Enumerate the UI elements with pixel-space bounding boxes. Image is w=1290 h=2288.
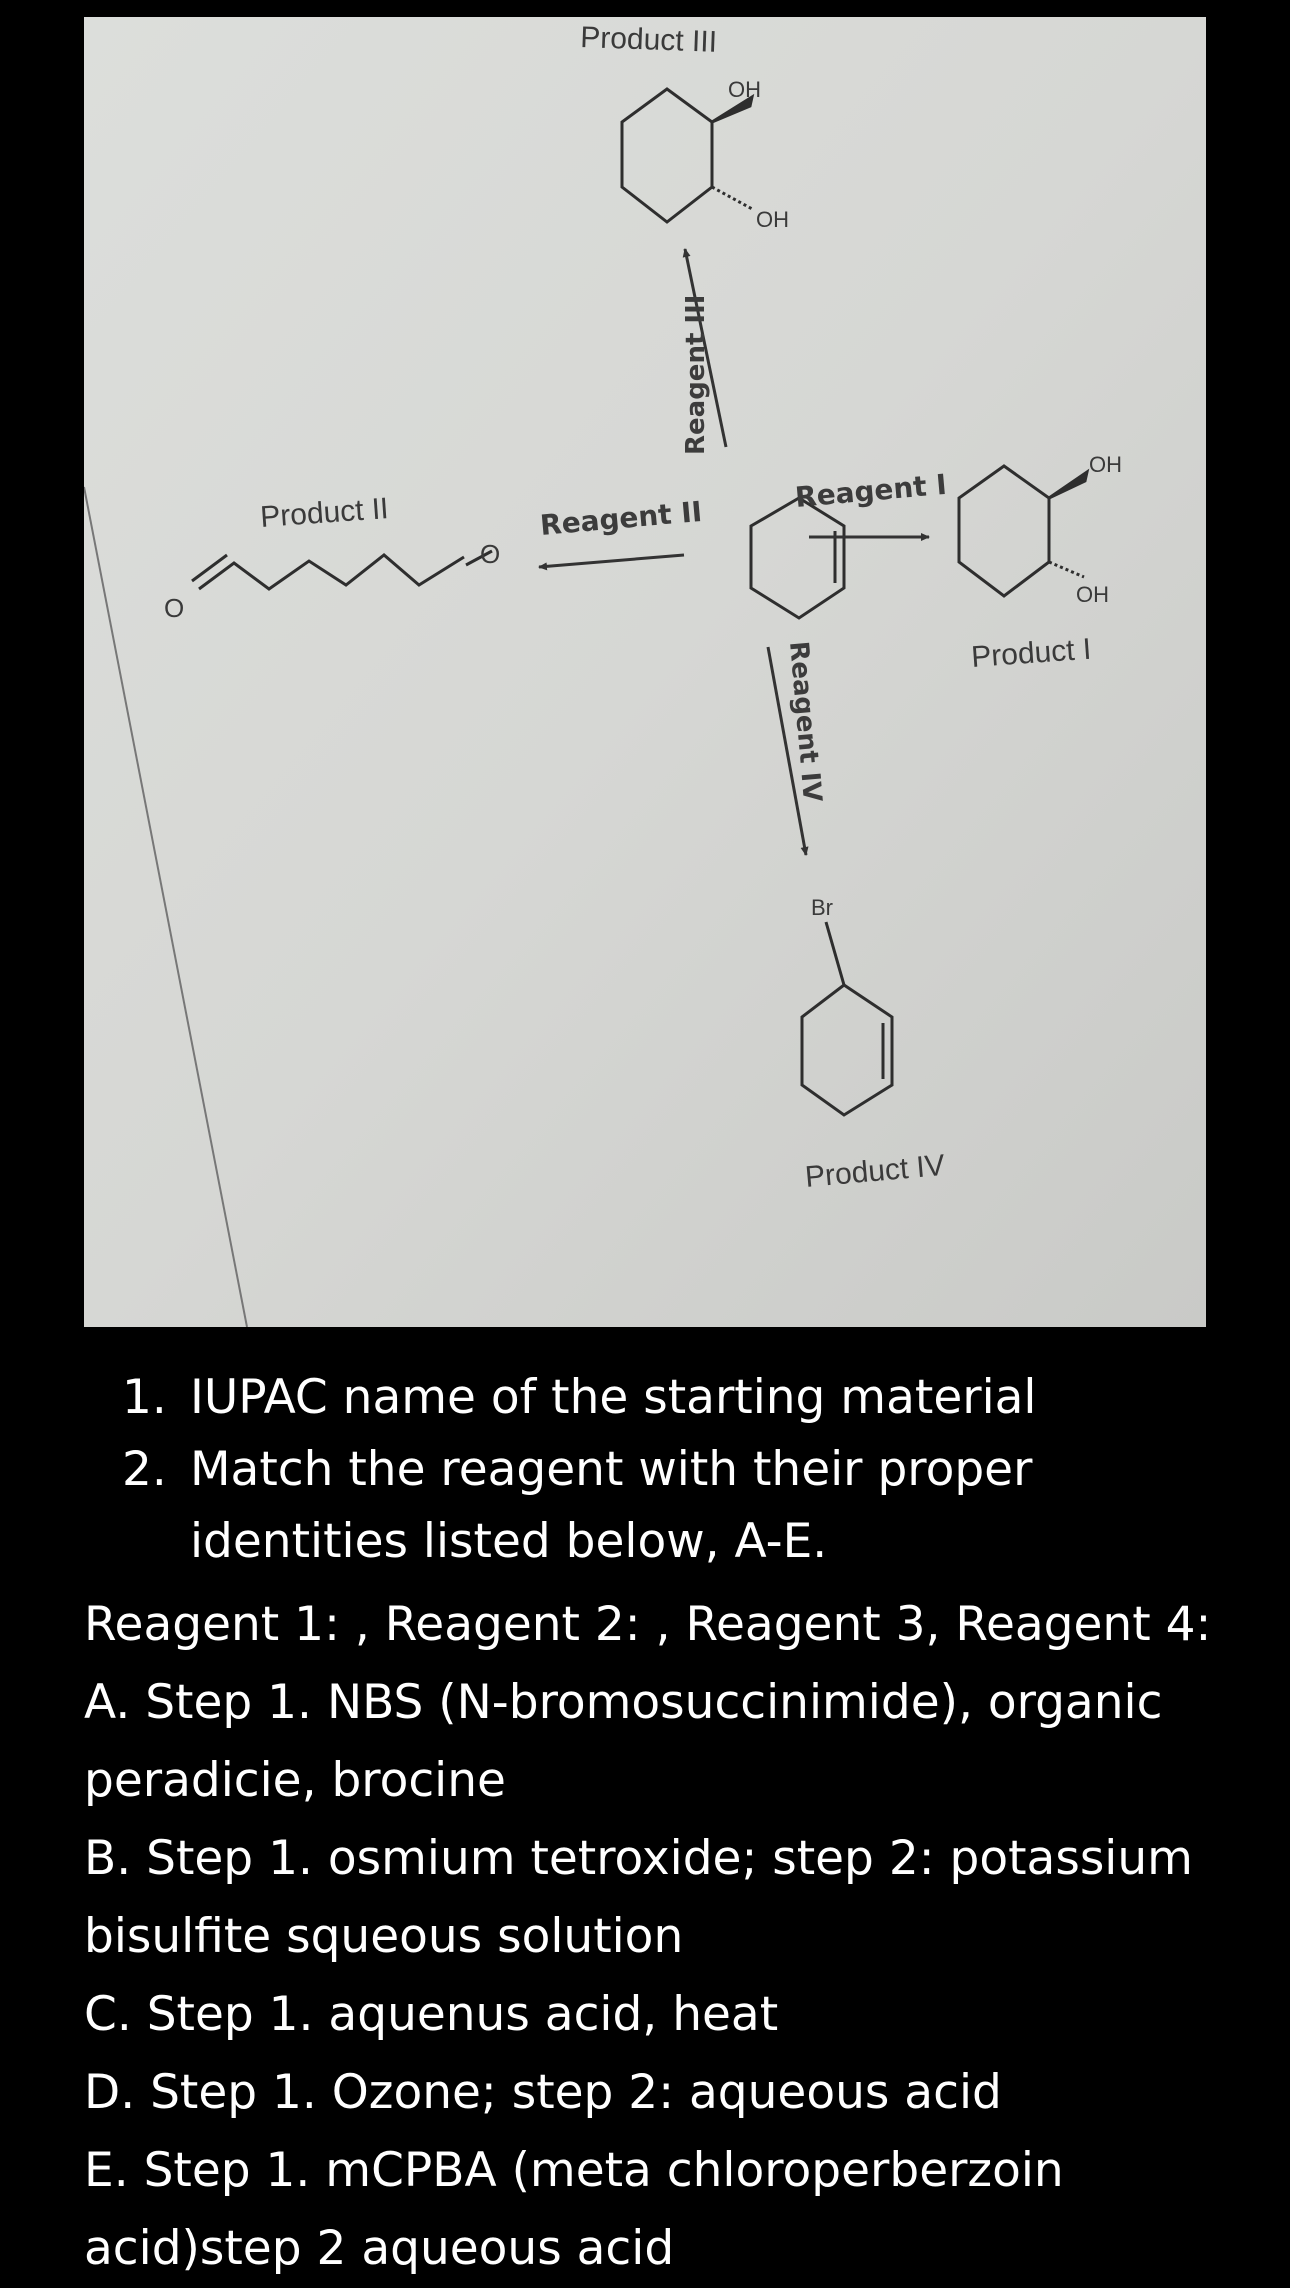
- paper-background: [84, 17, 1206, 1327]
- reagent-4-arrow: [766, 646, 809, 856]
- question-2-text: Match the reagent with their proper iden…: [190, 1442, 1033, 1569]
- question-2-number: 2.: [122, 1442, 167, 1497]
- question-1-text: IUPAC name of the starting material: [190, 1370, 1037, 1425]
- option-e-line-1: E. Step 1. mCPBA (meta chloroperberzoin: [84, 2143, 1064, 2198]
- product-1-trans-diol: [957, 464, 1090, 598]
- product-2-oxygen-right: O: [480, 539, 500, 569]
- product-3-oh-bottom: OH: [756, 207, 789, 232]
- product-3-cis-diol: [620, 87, 755, 224]
- reagent-blanks-line: Reagent 1: , Reagent 2: , Reagent 3, Rea…: [84, 1597, 1212, 1652]
- product-1-oh-top: OH: [1089, 452, 1122, 477]
- question-1-number: 1.: [122, 1370, 167, 1425]
- paper-edge-line: [84, 486, 248, 1327]
- reaction-scheme-photo: Reagent I Reagent II Reagent III Reagent…: [84, 17, 1206, 1327]
- product-4-allylic-bromide: [800, 921, 894, 1117]
- reagent-3-arrow: [682, 248, 728, 448]
- product-2-dialdehyde: [191, 549, 493, 591]
- question-1: 1. IUPAC name of the starting material: [84, 1362, 1224, 1434]
- question-2: 2. Match the reagent with their proper i…: [84, 1434, 1224, 1578]
- option-a-line-2: peradicie, brocine: [84, 1753, 506, 1808]
- option-d: D. Step 1. Ozone; step 2: aqueous acid: [84, 2065, 1002, 2120]
- starting-material-cyclohexene: [749, 496, 846, 620]
- option-e-line-2: acid)step 2 aqueous acid: [84, 2221, 675, 2276]
- product-3-label: Product III: [580, 21, 718, 59]
- option-c: C. Step 1. aquenus acid, heat: [84, 1987, 779, 2042]
- reagent-3-label: Reagent III: [681, 295, 711, 455]
- question-list: 1. IUPAC name of the starting material 2…: [84, 1362, 1224, 1578]
- product-2-oxygen-left: O: [164, 593, 184, 623]
- option-b-line-2: bisulfite squeous solution: [84, 1909, 684, 1964]
- product-4-bromine: Br: [811, 895, 833, 920]
- product-1-oh-bottom: OH: [1076, 582, 1109, 607]
- option-a-line-1: A. Step 1. NBS (N-bromosuccinimide), org…: [84, 1675, 1163, 1730]
- reagent-2-arrow: [538, 553, 685, 571]
- option-b-line-1: B. Step 1. osmium tetroxide; step 2: pot…: [84, 1831, 1193, 1886]
- answer-options: Reagent 1: , Reagent 2: , Reagent 3, Rea…: [84, 1586, 1234, 2288]
- product-3-oh-top: OH: [728, 77, 761, 102]
